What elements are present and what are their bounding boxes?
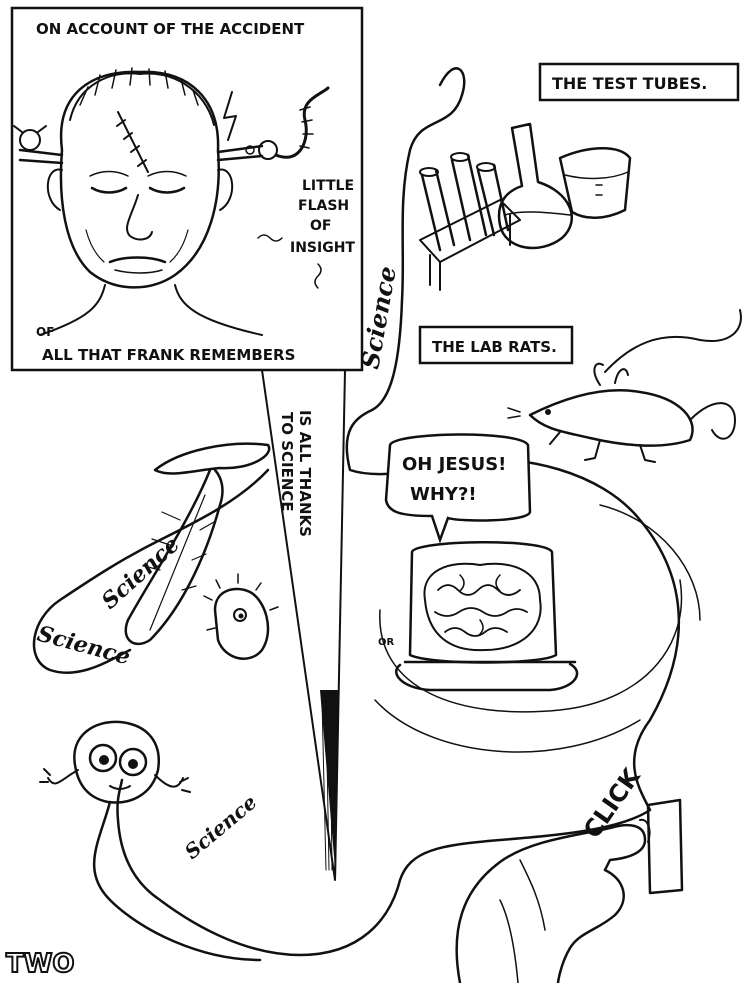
science-label-creature: Science: [180, 790, 262, 864]
speech-line-1: OH JESUS!: [402, 454, 506, 475]
flask: [497, 122, 573, 250]
lab-rats-caption: THE LAB RATS.: [418, 325, 574, 365]
frank-panel: ON ACCOUNT OF THE ACCIDENT: [10, 6, 364, 372]
lab-rat: [507, 362, 736, 463]
sfx-click: CLICK: [578, 762, 647, 843]
speech-line-2: WHY?!: [410, 484, 477, 505]
page-number: TWO: [6, 949, 75, 979]
insight-line-1: LITTLE: [302, 178, 354, 194]
rat-wire: [604, 309, 742, 373]
frank-head: [39, 67, 263, 336]
insight-line-3: OF: [310, 218, 331, 234]
hand-button: [455, 798, 684, 983]
lab-rats-label: THE LAB RATS.: [432, 338, 557, 356]
science-label-loop: Science: [34, 621, 133, 671]
caption-thanks-line-2: TO SCIENCE: [278, 412, 296, 512]
caption-top: ON ACCOUNT OF THE ACCIDENT: [36, 20, 305, 38]
electrode-right: [216, 86, 330, 162]
science-label-feather: Science: [97, 532, 185, 615]
creature: [39, 720, 262, 962]
swirl-lines: [374, 504, 701, 753]
caption-or: OR: [378, 637, 395, 648]
beaker: [558, 147, 632, 219]
caption-thanks-line-1: IS ALL THANKS: [296, 410, 314, 537]
insight-line-4: INSIGHT: [290, 240, 355, 256]
caption-bottom: ALL THAT FRANK REMEMBERS: [42, 346, 295, 364]
insight-text: LITTLE FLASH OF INSIGHT: [257, 178, 355, 289]
test-tubes-caption: THE TEST TUBES.: [538, 62, 740, 102]
test-tube-rack: [419, 152, 521, 291]
tail-shading: [320, 690, 338, 880]
insight-line-2: FLASH: [298, 198, 349, 214]
brain-jar: OR: [378, 541, 579, 692]
frank-panel-border: [10, 6, 364, 372]
speech-bubble: OH JESUS! WHY?!: [384, 433, 532, 544]
winding-wire: [116, 67, 680, 957]
caption-of: OF: [36, 325, 54, 339]
lightning-bolt: [223, 91, 237, 141]
caption-tail: [261, 369, 346, 881]
electrode-left: [13, 125, 64, 165]
feather: [124, 442, 271, 646]
tail-hatching: [321, 699, 333, 871]
test-tubes-label: THE TEST TUBES.: [552, 74, 707, 93]
loop-wire: [32, 468, 270, 674]
brain: [423, 562, 542, 652]
germ: [203, 573, 279, 660]
